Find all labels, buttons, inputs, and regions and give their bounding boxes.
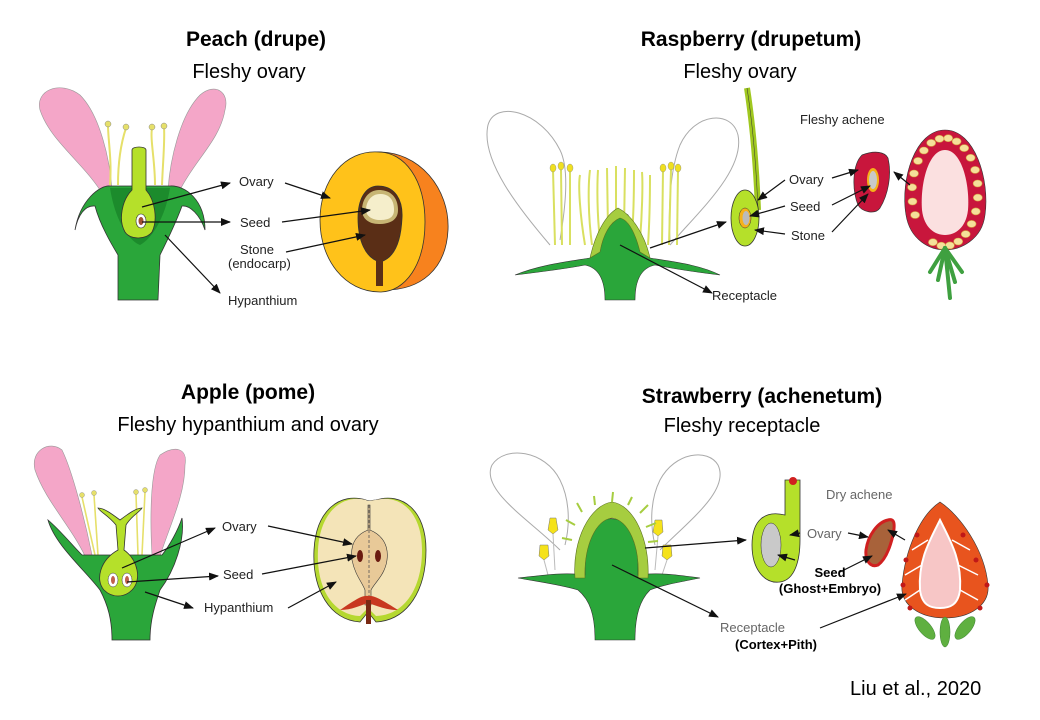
strawberry-flower-illustration bbox=[489, 452, 721, 641]
citation: Liu et al., 2020 bbox=[850, 678, 982, 700]
drupelet-dot bbox=[926, 139, 937, 147]
raspberry-label-seed: Seed bbox=[790, 199, 821, 214]
raspberry-label-ovary: Ovary bbox=[789, 172, 824, 187]
drupelet-dot bbox=[953, 237, 964, 246]
drupelet-dot bbox=[943, 134, 954, 142]
peach-label-seed: Seed bbox=[240, 215, 271, 230]
strawberry-fruit-illustration bbox=[900, 501, 990, 648]
drupelet-dot bbox=[960, 230, 971, 238]
drupelet-dot bbox=[928, 238, 938, 246]
drupelet-dot bbox=[965, 154, 976, 162]
drupelet-dot bbox=[934, 135, 945, 143]
drupelet-dot bbox=[966, 220, 977, 228]
peach-label-stone-note: (endocarp) bbox=[228, 256, 291, 271]
drupelet-dot bbox=[910, 211, 920, 219]
drupelet-dot bbox=[907, 197, 918, 206]
peach-subtitle: Fleshy ovary bbox=[192, 61, 306, 83]
drupelet-dot bbox=[907, 183, 917, 192]
apple-title: Apple (pome) bbox=[180, 381, 316, 404]
peach-label-stone: Stone bbox=[240, 242, 274, 257]
strawberry-label-dry-achene: Dry achene bbox=[826, 487, 893, 502]
drupelet-dot bbox=[951, 137, 962, 146]
raspberry-flower-illustration bbox=[486, 110, 740, 301]
apple-label-seed: Seed bbox=[223, 567, 254, 582]
raspberry-subtitle: Fleshy ovary bbox=[683, 61, 797, 83]
strawberry-label-seed: Seed bbox=[814, 565, 846, 580]
strawberry-subtitle: Fleshy receptacle bbox=[663, 415, 821, 437]
drupelet-dot bbox=[970, 166, 980, 174]
strawberry-carpel-illustration bbox=[751, 477, 801, 583]
apple-label-hypanthium: Hypanthium bbox=[204, 600, 274, 615]
strawberry-label-receptacle-note: (Cortex+Pith) bbox=[735, 637, 817, 652]
drupelet-dot bbox=[919, 146, 929, 155]
drupelet-dot bbox=[909, 169, 919, 178]
strawberry-label-receptacle: Receptacle bbox=[720, 620, 786, 635]
strawberry-label-seed-note: (Ghost+Embryo) bbox=[778, 581, 882, 596]
apple-arrows bbox=[121, 525, 357, 609]
drupelet-dot bbox=[913, 157, 923, 165]
raspberry-label-fleshy-achene: Fleshy achene bbox=[800, 112, 885, 127]
peach-title: Peach (drupe) bbox=[185, 28, 327, 51]
raspberry-drupelet-illustration bbox=[730, 87, 761, 247]
apple-subtitle: Fleshy hypanthium and ovary bbox=[117, 414, 379, 436]
strawberry-arrows bbox=[611, 529, 907, 629]
raspberry-fruit-illustration bbox=[904, 129, 987, 300]
raspberry-arrows bbox=[619, 168, 911, 294]
peach-arrows bbox=[141, 181, 371, 294]
peach-label-hypanthium: Hypanthium bbox=[228, 293, 298, 308]
raspberry-title: Raspberry (drupetum) bbox=[640, 28, 862, 51]
drupelet-dot bbox=[945, 241, 955, 250]
drupelet-dot bbox=[970, 207, 981, 216]
apple-fruit-illustration bbox=[313, 497, 427, 624]
peach-flower-illustration bbox=[39, 87, 227, 301]
peach-label-ovary: Ovary bbox=[239, 174, 274, 189]
strawberry-achene-illustration bbox=[864, 518, 896, 568]
apple-label-ovary: Ovary bbox=[222, 519, 257, 534]
strawberry-title: Strawberry (achenetum) bbox=[641, 385, 883, 408]
peach-fruit-illustration bbox=[319, 151, 449, 293]
drupelet-dot bbox=[959, 144, 970, 152]
raspberry-label-stone: Stone bbox=[791, 228, 825, 243]
strawberry-label-ovary: Ovary bbox=[807, 526, 842, 541]
apple-flower-illustration bbox=[33, 445, 186, 641]
raspberry-label-receptacle: Receptacle bbox=[712, 288, 778, 303]
drupelet-dot bbox=[972, 179, 983, 188]
drupelet-dot bbox=[972, 193, 983, 202]
